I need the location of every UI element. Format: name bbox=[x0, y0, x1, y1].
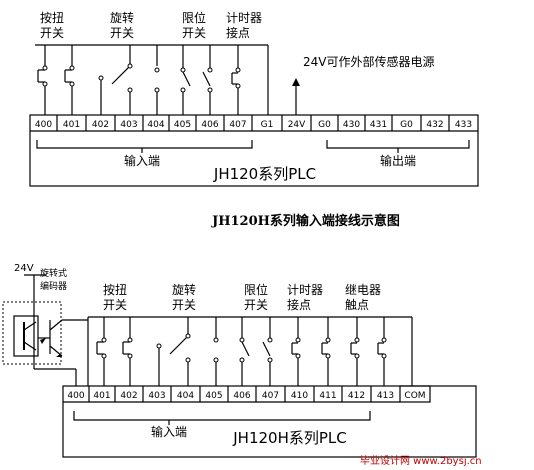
label-limit-2: 开关 bbox=[182, 26, 206, 40]
encoder-body bbox=[13, 315, 39, 357]
label-button-1: 按扭 bbox=[40, 11, 64, 25]
bottom-input-label: 输入端 bbox=[151, 424, 187, 439]
bottom-terminal: 407 bbox=[262, 391, 279, 401]
diagram-caption: JH120H系列输入端接线示意图 bbox=[211, 213, 400, 229]
voltage-label: 24V bbox=[14, 263, 34, 274]
bottom-terminal: 402 bbox=[120, 391, 137, 401]
b-label-timer-1: 计时器 bbox=[287, 283, 323, 297]
b-label-button-1: 按扭 bbox=[103, 283, 127, 297]
top-terminal: 407 bbox=[229, 120, 246, 130]
com-terminal-box bbox=[399, 385, 431, 403]
power-note: 24V可作外部传感器电源 bbox=[303, 54, 434, 69]
top-input-bracket bbox=[36, 140, 253, 149]
b-label-rotary-2: 开关 bbox=[172, 298, 196, 312]
top-terminal: 402 bbox=[92, 120, 109, 130]
b-label-button-2: 开关 bbox=[103, 298, 127, 312]
b-label-relay-2: 触点 bbox=[345, 298, 369, 312]
bottom-terminal: 400 bbox=[67, 391, 84, 401]
label-button-2: 开关 bbox=[40, 26, 64, 40]
encoder-dashed-box bbox=[2, 301, 62, 365]
24v-arrow-head bbox=[292, 78, 300, 86]
encoder-label-2: 编码器 bbox=[40, 280, 67, 292]
b-label-limit-2: 开关 bbox=[244, 298, 268, 312]
bottom-terminal: 404 bbox=[177, 391, 194, 401]
top-contact-dots bbox=[42, 63, 241, 93]
bottom-plc-name: JH120H系列PLC bbox=[232, 429, 347, 447]
top-terminal: 401 bbox=[63, 120, 80, 130]
top-plc-box bbox=[29, 114, 479, 187]
top-terminal: 24V bbox=[288, 120, 306, 130]
top-terminal: 403 bbox=[120, 120, 137, 130]
label-rotary-2: 开关 bbox=[110, 26, 134, 40]
top-terminal: G0 bbox=[400, 120, 413, 130]
bottom-contact-dots bbox=[101, 333, 387, 363]
bottom-terminal: 406 bbox=[233, 391, 250, 401]
b-label-rotary-1: 旋转 bbox=[172, 282, 196, 297]
top-input-label: 输入端 bbox=[124, 153, 160, 168]
bottom-terminal: 413 bbox=[377, 391, 394, 401]
top-terminal: 431 bbox=[370, 120, 387, 130]
top-plc-name: JH120系列PLC bbox=[213, 165, 316, 183]
b-label-timer-2: 接点 bbox=[287, 297, 311, 312]
top-terminal: 433 bbox=[455, 120, 472, 130]
bottom-terminal: 405 bbox=[205, 391, 222, 401]
bottom-terminal: 403 bbox=[148, 391, 165, 401]
label-timer-2: 接点 bbox=[226, 25, 250, 40]
bottom-terminal: 412 bbox=[348, 391, 365, 401]
bottom-labels: 24V 旋转式 编码器 按扭 开关 旋转 开关 限位 开关 计时器 接点 继电器… bbox=[14, 263, 381, 312]
top-output-bracket bbox=[326, 140, 470, 149]
bottom-diagram-lines bbox=[24, 274, 477, 458]
top-terminal-labels: 400 401 402 403 404 405 406 407 G1 24V G… bbox=[35, 120, 472, 130]
bottom-terminal: 401 bbox=[93, 391, 110, 401]
bottom-terminal: 411 bbox=[319, 391, 336, 401]
label-timer-1: 计时器 bbox=[226, 11, 262, 25]
bottom-terminal-com: COM bbox=[404, 391, 425, 401]
top-output-label: 输出端 bbox=[380, 153, 416, 168]
top-terminal: 432 bbox=[426, 120, 443, 130]
top-terminal: 404 bbox=[147, 120, 164, 130]
top-terminal: 430 bbox=[343, 120, 360, 130]
bottom-terminal: 410 bbox=[291, 391, 308, 401]
watermark: 毕业设计网 www.2bysj.cn bbox=[360, 454, 482, 467]
top-terminal: 400 bbox=[35, 120, 52, 130]
top-terminal: G0 bbox=[318, 120, 331, 130]
bottom-input-bracket bbox=[73, 411, 371, 421]
label-limit-1: 限位 bbox=[182, 10, 206, 25]
b-label-limit-1: 限位 bbox=[244, 282, 268, 297]
encoder-label-1: 旋转式 bbox=[40, 267, 67, 279]
top-labels: 按扭 开关 旋转 开关 限位 开关 计时器 接点 24V可作外部传感器电源 bbox=[40, 10, 434, 69]
label-rotary-1: 旋转 bbox=[110, 10, 134, 25]
top-terminal: 406 bbox=[201, 120, 218, 130]
b-label-relay-1: 继电器 bbox=[345, 283, 381, 297]
top-terminal: 405 bbox=[174, 120, 191, 130]
top-diagram-lines bbox=[29, 44, 479, 187]
bottom-terminal-labels: 400 401 402 403 404 405 406 407 410 411 … bbox=[67, 391, 425, 401]
top-terminal: G1 bbox=[261, 120, 274, 130]
